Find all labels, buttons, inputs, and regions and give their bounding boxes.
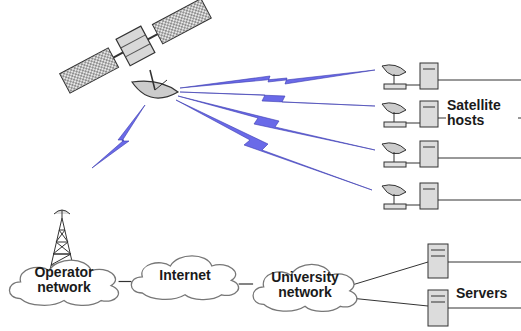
network-link — [119, 281, 132, 282]
cloud-label: University network — [264, 270, 346, 299]
group-label: Satellite hosts — [446, 98, 518, 129]
cloud-label: Internet — [155, 268, 214, 283]
host-icon — [382, 183, 521, 209]
host-icon — [382, 141, 521, 167]
network-link — [239, 283, 253, 284]
server-icons — [350, 244, 521, 326]
host-icon — [382, 63, 521, 89]
network-cloud: Operator network — [2, 252, 126, 308]
cloud-label: Operator network — [21, 265, 107, 294]
satellite-host-icons — [382, 63, 521, 209]
network-cloud: University network — [246, 256, 364, 314]
server-label: Servers — [455, 286, 508, 301]
satellite-dish — [132, 70, 178, 98]
radio-link — [92, 70, 375, 190]
network-cloud: Internet — [124, 248, 246, 302]
